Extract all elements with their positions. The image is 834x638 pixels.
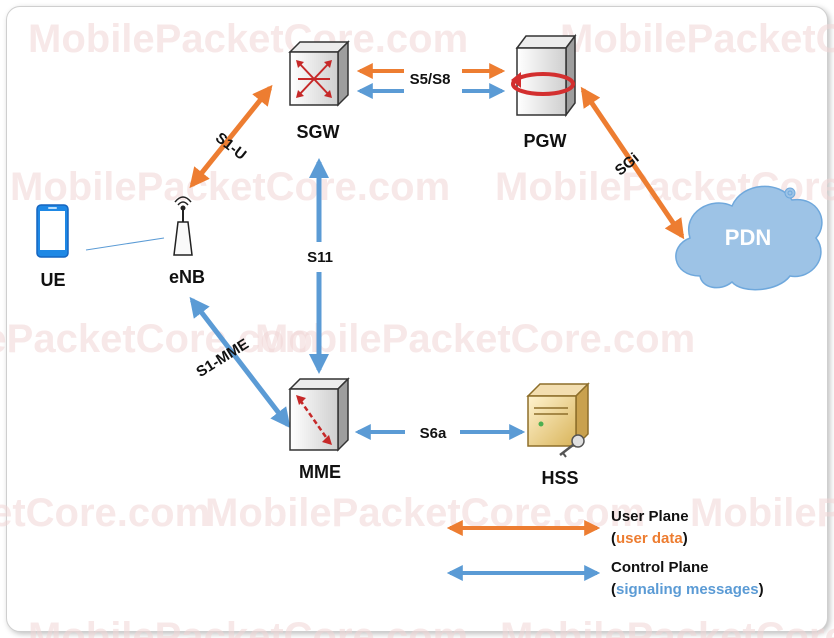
database-server-icon xyxy=(526,382,590,458)
mme-label: MME xyxy=(299,462,341,482)
mme-server-icon xyxy=(288,377,350,452)
watermark-text: MobilePacketCore.com xyxy=(255,317,695,361)
diagram-frame xyxy=(6,6,828,632)
watermark-text: MobilePacketCore.com xyxy=(690,491,834,535)
watermark-text: MobilePacketCore.com xyxy=(28,615,468,638)
legend-user-plane-detail: user data xyxy=(616,530,683,547)
legend-user-plane: User Plane (user data) xyxy=(611,506,689,550)
enb-label: eNB xyxy=(169,267,205,287)
phone-icon xyxy=(36,204,69,258)
legend-control-plane-open: ( xyxy=(611,581,616,598)
legend-control-plane-detail-line: (signaling messages) xyxy=(611,579,764,601)
legend-user-plane-open: ( xyxy=(611,530,616,547)
legend-user-plane-close: ) xyxy=(682,530,688,547)
watermark-text: MobilePacketCore.com xyxy=(0,491,210,535)
s1mme-arrow xyxy=(189,296,291,429)
watermark-text: MobilePacketCore.com xyxy=(500,615,834,638)
gateway-server-icon xyxy=(511,33,577,118)
legend-user-plane-detail-line: (user data) xyxy=(611,528,689,550)
s1u-arrow xyxy=(189,84,273,189)
key-icon xyxy=(559,434,585,458)
pgw-label: PGW xyxy=(524,131,567,151)
sgw-label: SGW xyxy=(297,122,340,142)
hss-label: HSS xyxy=(541,468,578,488)
sgi-arrow xyxy=(580,86,685,240)
s5s8-label: S5/S8 xyxy=(410,71,451,88)
watermark-text: MobilePacketCore.com xyxy=(10,165,450,209)
radio-link xyxy=(85,237,165,251)
legend-control-plane-title: Control Plane xyxy=(611,559,709,576)
s6a-label: S6a xyxy=(420,425,447,442)
legend-control-plane-close: ) xyxy=(758,581,764,598)
pdn-label: PDN xyxy=(725,225,771,250)
s11-label: S11 xyxy=(307,249,333,266)
watermark-text: MobilePacketCore.com xyxy=(560,17,834,61)
router-icon xyxy=(288,40,350,107)
legend-user-plane-title: User Plane xyxy=(611,508,689,525)
legend-control-plane: Control Plane (signaling messages) xyxy=(611,557,764,601)
watermark-layer: MobilePacketCore.com MobilePacketCore.co… xyxy=(0,17,834,638)
cloud-icon xyxy=(675,185,823,291)
antenna-icon xyxy=(173,196,193,256)
legend-control-plane-detail: signaling messages xyxy=(616,581,759,598)
watermark-text: MobilePacketCore.com xyxy=(28,17,468,61)
ue-label: UE xyxy=(40,270,65,290)
